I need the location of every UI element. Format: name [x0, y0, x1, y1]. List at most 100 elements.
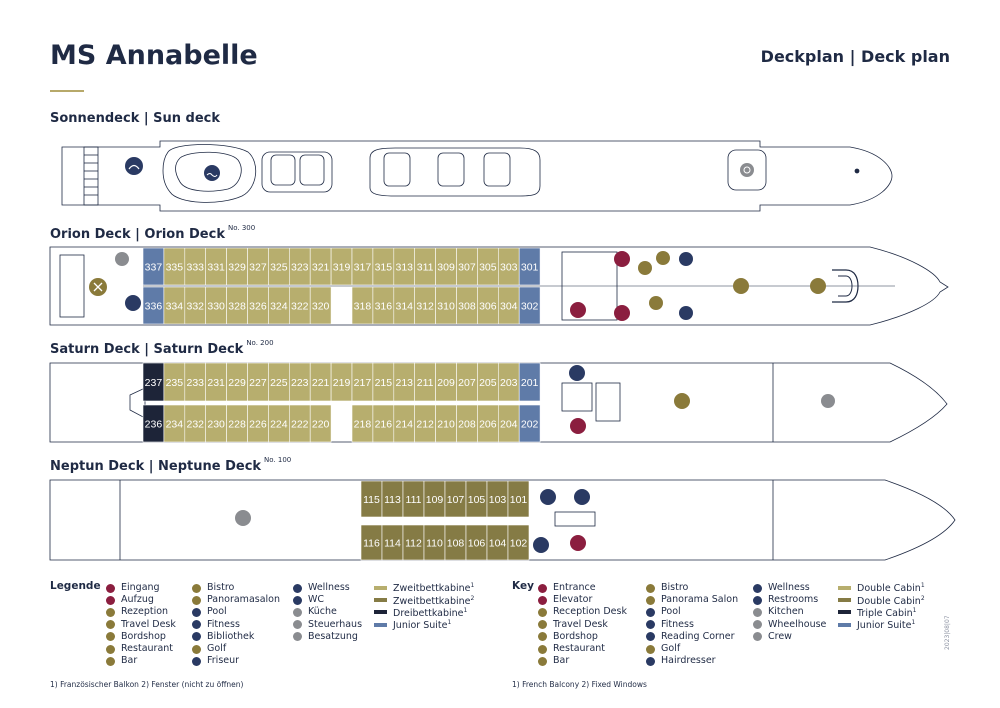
cabin-number-105: 105: [468, 494, 486, 506]
wellness-icon: [540, 489, 556, 505]
restaurant-icon: [674, 393, 690, 409]
cabin-number-107: 107: [447, 494, 465, 506]
legend-item: Reception Desk: [538, 606, 627, 618]
sun-deck-canopy: [369, 147, 541, 197]
lounge-icon: [192, 595, 201, 605]
sun-deck: [61, 140, 893, 212]
cabin-number-311: 311: [417, 262, 434, 274]
restroom-icon: [569, 365, 585, 381]
legend-item-label: Wheelhouse: [768, 618, 827, 630]
cabin-number-225: 225: [270, 377, 288, 389]
bar-icon: [810, 278, 826, 294]
legend-item-label: Restaurant: [553, 642, 606, 654]
cabin-number-322: 322: [291, 301, 309, 313]
restaurant-icon: [538, 644, 547, 654]
bistro-icon: [192, 583, 201, 593]
cabin-number-211: 211: [417, 377, 434, 389]
legend-cabin-type-label: Double Cabin2: [857, 594, 925, 607]
legend-item: WC: [293, 594, 362, 606]
neptune-deck: [49, 479, 956, 561]
shop-icon: [106, 632, 115, 642]
cabin-number-302: 302: [521, 301, 539, 313]
legend-item: Entrance: [538, 582, 627, 594]
cabin-number-332: 332: [186, 301, 204, 313]
travel-desk-icon: [538, 620, 547, 630]
cabin-number-306: 306: [479, 301, 497, 313]
fitness-icon: [192, 620, 201, 630]
legend-cabin-type: Triple Cabin1: [838, 606, 925, 619]
deck-number-orion: No. 300: [227, 224, 256, 232]
sun-deck-skylight: [261, 151, 333, 193]
legend-item-label: Küche: [308, 606, 337, 618]
footnote-marker: 2: [920, 594, 925, 602]
legend-item-label: Fitness: [661, 618, 694, 630]
cabin-color-swatch: [374, 598, 387, 603]
cabin-202[interactable]: [518, 404, 541, 443]
entrance-icon: [614, 305, 630, 321]
cabin-302[interactable]: [518, 286, 541, 325]
neptune-deck-outline: [49, 479, 956, 561]
cabin-number-103: 103: [489, 494, 507, 506]
cabin-101[interactable]: [507, 480, 530, 518]
bar-icon: [538, 656, 547, 666]
cabin-number-333: 333: [186, 262, 204, 274]
legend-item: Travel Desk: [106, 619, 176, 631]
title-divider: [50, 90, 84, 92]
golf-icon: [192, 644, 201, 654]
cabin-number-337: 337: [145, 262, 163, 274]
legend-item: Eingang: [106, 582, 176, 594]
cabin-number-110: 110: [426, 538, 443, 550]
cabin-number-218: 218: [354, 419, 372, 431]
cabin-number-336: 336: [145, 301, 163, 313]
cabin-220[interactable]: [309, 404, 332, 443]
legend-item: Wellness: [753, 582, 826, 594]
cabin-number-220: 220: [312, 419, 330, 431]
cabin-number-310: 310: [437, 301, 455, 313]
legend-item-label: Reception Desk: [553, 606, 627, 618]
deck-title-sun: Sonnendeck | Sun deck: [50, 111, 221, 126]
cabin-number-314: 314: [395, 301, 413, 313]
cabin-number-329: 329: [228, 262, 246, 274]
cabin-number-317: 317: [354, 262, 372, 274]
cabin-number-228: 228: [228, 419, 246, 431]
cabin-number-112: 112: [405, 538, 422, 550]
restaurant-icon: [89, 278, 107, 296]
legend-item-label: Steuerhaus: [308, 618, 363, 630]
cabin-number-301: 301: [521, 262, 539, 274]
legend-item: Pool: [646, 606, 738, 618]
saturn-deck: [49, 362, 948, 443]
cabin-number-237: 237: [145, 377, 163, 389]
legend-item: Besatzung: [293, 631, 362, 643]
legend-item: Bar: [106, 655, 176, 667]
library-icon: [679, 252, 693, 266]
cabin-number-307: 307: [458, 262, 476, 274]
saturn-deck-outline: [49, 362, 948, 443]
library-icon: [646, 632, 655, 642]
legend-item: Elevator: [538, 594, 627, 606]
cabin-number-203: 203: [500, 377, 518, 389]
cabin-number-305: 305: [479, 262, 497, 274]
cabin-number-101: 101: [510, 494, 528, 506]
crew-icon: [235, 510, 251, 526]
cabin-320[interactable]: [309, 286, 332, 325]
cabin-number-222: 222: [291, 419, 309, 431]
wellness-icon: [753, 583, 762, 593]
cabin-number-102: 102: [510, 538, 528, 550]
cabin-301[interactable]: [518, 247, 541, 286]
legend-cabin-type: Double Cabin2: [838, 594, 925, 607]
legend-item-label: Bistro: [661, 582, 689, 593]
cabin-number-111: 111: [406, 494, 422, 506]
cabin-number-106: 106: [468, 538, 486, 550]
reception-icon: [106, 607, 115, 617]
cabin-201[interactable]: [518, 362, 541, 402]
legend-item: Wellness: [293, 582, 362, 594]
legend-item-label: Restrooms: [768, 594, 819, 606]
legend-item-label: Restaurant: [121, 642, 174, 654]
legend-item: Fitness: [646, 619, 738, 631]
legend-german-footnote: 1) Französischer Balkon 2) Fenster (nich…: [50, 680, 244, 689]
cabin-102[interactable]: [507, 524, 530, 561]
